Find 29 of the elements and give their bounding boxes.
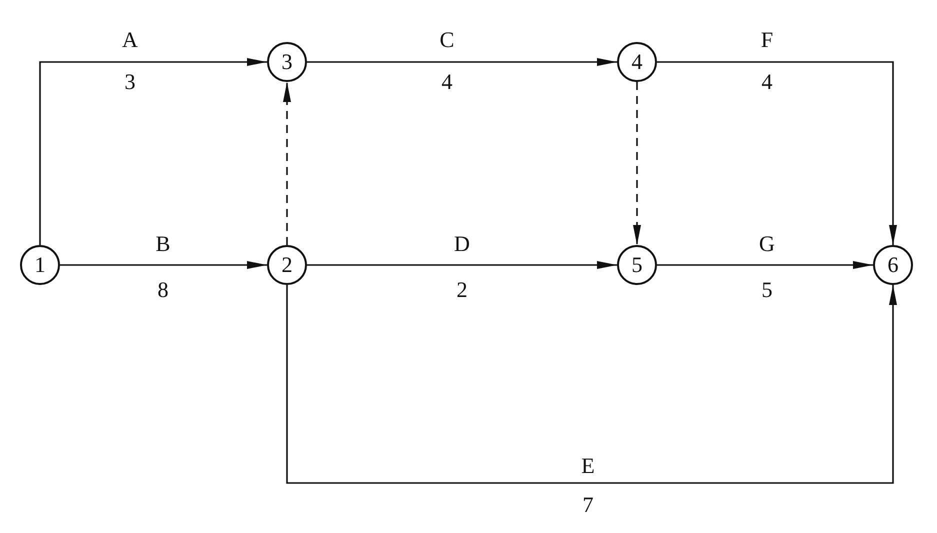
- event-circle: 5: [617, 245, 657, 285]
- event-circle: 6: [873, 245, 913, 285]
- event-circle: 2: [267, 245, 307, 285]
- arrow: [286, 285, 897, 484]
- arrow: [307, 261, 617, 269]
- event-circle: 4: [617, 42, 657, 82]
- arrow: [657, 61, 897, 245]
- arrow: [39, 58, 267, 245]
- duration-label: 4: [762, 70, 772, 94]
- duration-label: 5: [762, 278, 772, 302]
- edge-label: C: [440, 28, 454, 52]
- edge-label: F: [760, 28, 774, 52]
- arrow: [283, 82, 291, 245]
- edge-label: D: [454, 232, 470, 256]
- edge-label: E: [581, 454, 595, 478]
- duration-label: 7: [582, 493, 594, 517]
- duration-label: 8: [158, 278, 168, 302]
- duration-label: 3: [124, 70, 136, 94]
- event-circle: 3: [267, 42, 307, 82]
- arrow: [657, 261, 873, 269]
- arrow: [60, 261, 267, 269]
- event-circle: 1: [20, 245, 60, 285]
- arrow: [307, 58, 617, 66]
- arrow: [633, 82, 641, 245]
- edge-label: G: [759, 232, 775, 256]
- duration-label: 4: [442, 70, 452, 94]
- edge-label: A: [122, 28, 138, 52]
- duration-label: 2: [456, 278, 468, 302]
- edge-label: B: [156, 232, 170, 256]
